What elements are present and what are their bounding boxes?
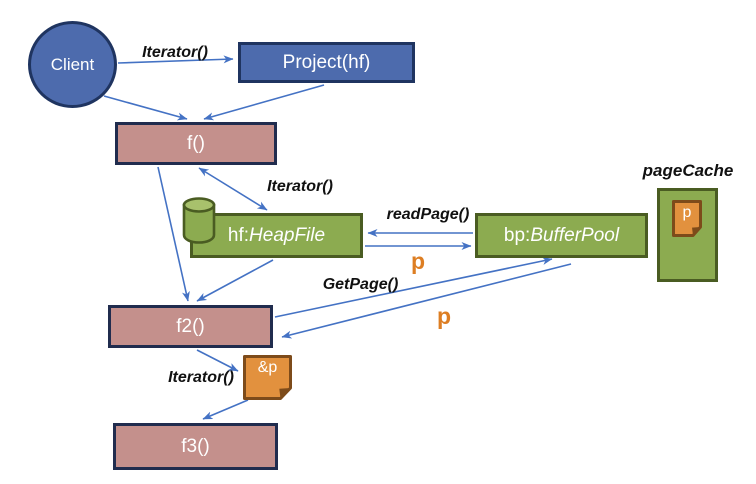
f3-node: f3() [113,423,278,470]
iterator-label-bottom: Iterator() [168,369,234,386]
arrow-f-f2 [157,166,190,302]
heapfile-node: hf:HeapFile [190,213,363,258]
page-note-icon: p [672,200,702,237]
arrow-f2-amp-p-note [196,349,239,372]
arrow-client-f [103,95,188,121]
bufferpool-label: bp:BufferPool [503,224,620,246]
arrow-amp-p-note-f3 [202,399,249,420]
f-label: f() [187,132,205,154]
getpage-label: GetPage() [322,276,399,293]
project-label: Project(hf) [282,51,371,73]
f-node: f() [115,122,277,165]
project-node: Project(hf) [238,42,415,83]
p-return-label-bottom: p [437,303,452,329]
client-node: Client [28,21,117,108]
database-cylinder-icon [181,196,217,245]
f3-label: f3() [181,435,210,457]
readpage-label: readPage() [386,206,470,223]
amp-p-note-label: &p [257,359,278,376]
arrow-bufferpool-f2-p [281,263,572,339]
arrow-project-f [203,84,325,121]
f2-label: f2() [176,315,205,337]
page-note-label: p [682,204,692,221]
arrow-client-project [117,55,234,64]
p-return-label-top: p [411,248,426,274]
iterator-label-mid: Iterator() [267,178,333,195]
pagecache-label: pageCache [642,161,734,180]
arrow-f2-bufferpool-getpage [274,257,553,318]
bufferpool-node: bp:BufferPool [475,213,648,258]
arrow-heapfile-f2 [196,259,274,302]
iterator-label-top: Iterator() [142,44,208,61]
amp-p-note-icon: &p [243,355,292,400]
client-label: Client [50,54,95,74]
heapfile-label: hf:HeapFile [227,224,326,246]
f2-node: f2() [108,305,273,348]
arrow-f-heapfile-bidirectional [198,167,268,211]
